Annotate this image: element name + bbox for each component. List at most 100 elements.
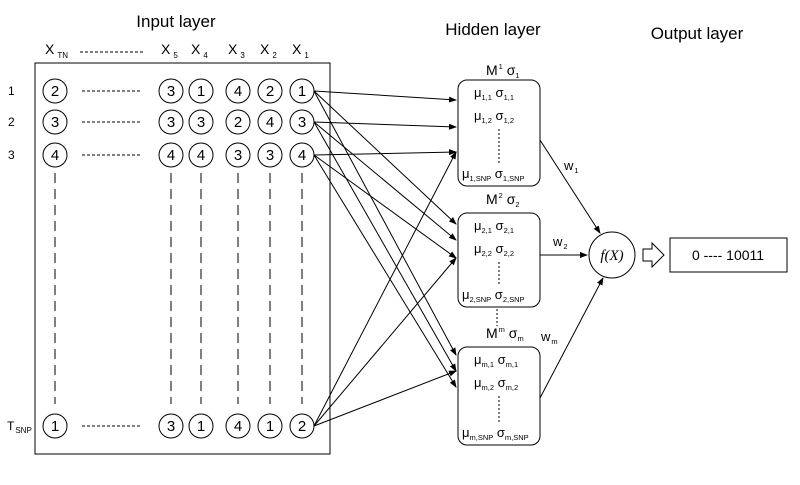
connection-line <box>313 370 457 427</box>
input-node <box>257 78 283 104</box>
hidden-layer-title: Hidden layer <box>445 20 541 39</box>
input-node <box>42 78 68 104</box>
input-node-value: 1 <box>197 83 205 100</box>
hidden-nodes: M1 σ1 μ1,1 σ1,1 μ1,2 σ1,2 μ1,SNP σ1,SNP M2 σ… <box>457 62 541 446</box>
weight-label: wm <box>540 329 558 346</box>
hidden-node-title: M2 σ2 <box>486 191 520 209</box>
weight-label: w1 <box>563 158 579 175</box>
input-node <box>257 109 283 135</box>
input-node-value: 2 <box>266 83 274 100</box>
input-node-value: 2 <box>234 114 242 131</box>
output-value: 0 ---- 10011 <box>692 247 764 263</box>
input-node-value: 4 <box>167 147 175 164</box>
output-arrow-icon <box>642 241 665 269</box>
input-node-value: 3 <box>234 147 242 164</box>
connection-line <box>313 154 457 388</box>
input-row: TSNP 1 3 1 4 1 2 <box>7 413 315 439</box>
hidden-node-parameter: μ1,1 σ1,1 <box>474 85 514 102</box>
input-row: 3 4 4 4 3 3 4 <box>8 142 315 168</box>
connection-line <box>313 90 457 103</box>
hidden-node-parameter: μ2,1 σ2,1 <box>474 218 514 235</box>
input-node-value: 1 <box>51 418 59 435</box>
connection-line <box>313 151 457 427</box>
input-node-value: 3 <box>266 147 274 164</box>
input-node <box>188 109 214 135</box>
weight-line <box>539 139 601 234</box>
hidden-node-parameter: μ1,2 σ1,2 <box>474 108 514 125</box>
input-node-value: 4 <box>51 147 59 164</box>
weight-connections: w1 w2 wm <box>539 139 604 399</box>
input-node-value: 3 <box>167 418 175 435</box>
hidden-node: M1 σ1 μ1,1 σ1,1 μ1,2 σ1,2 μ1,SNP σ1,SNP <box>457 62 541 187</box>
hidden-node-parameter: μm,2 σm,2 <box>474 375 518 392</box>
row-label: TSNP <box>7 419 32 435</box>
input-node <box>188 413 214 439</box>
connection-line <box>313 121 457 241</box>
input-node <box>257 413 283 439</box>
input-node-value: 4 <box>266 114 274 131</box>
row-label: 3 <box>8 148 15 162</box>
input-node <box>42 109 68 135</box>
input-node-value: 4 <box>234 83 242 100</box>
input-node <box>188 142 214 168</box>
hidden-node-title: Mm σm <box>486 325 524 343</box>
hidden-node-parameter: μ2,SNP σ2,SNP <box>462 287 525 304</box>
hidden-node: M2 σ2 μ2,1 σ2,1 μ2,2 σ2,2 μ2,SNP σ2,SNP <box>457 191 541 308</box>
row-label: 2 <box>8 115 15 129</box>
hidden-node-title: M1 σ1 <box>486 62 520 80</box>
input-node <box>42 413 68 439</box>
input-node <box>257 142 283 168</box>
connection-line <box>313 90 457 356</box>
input-node-value: 1 <box>298 83 306 100</box>
output-box <box>669 237 788 273</box>
input-node-value: 3 <box>167 114 175 131</box>
connection-line <box>313 257 457 427</box>
input-node-value: 4 <box>197 147 205 164</box>
input-node-value: 3 <box>167 83 175 100</box>
input-node-value: 2 <box>51 83 59 100</box>
activation-function-label: f(X) <box>600 248 623 264</box>
connection-line <box>313 149 457 156</box>
weight-line <box>539 277 604 399</box>
output-layer-title: Output layer <box>651 24 744 43</box>
input-node-value: 2 <box>298 418 306 435</box>
input-row: 1 2 3 1 4 2 1 <box>8 78 315 104</box>
input-node <box>225 78 251 104</box>
connection-line <box>313 154 457 259</box>
activation-function-node <box>588 231 636 279</box>
input-node-value: 1 <box>197 418 205 435</box>
hidden-node-parameter: μm,1 σm,1 <box>474 352 518 369</box>
input-node <box>158 109 184 135</box>
input-node <box>225 142 251 168</box>
connections <box>313 90 457 427</box>
row-label: 1 <box>8 84 15 98</box>
connection-line <box>313 121 457 372</box>
input-node-value: 1 <box>266 418 274 435</box>
weight-label: w2 <box>552 234 568 251</box>
input-node <box>225 109 251 135</box>
input-node-value: 4 <box>234 418 242 435</box>
hidden-node-parameter: μm,SNP σm,SNP <box>462 425 529 442</box>
input-node <box>42 142 68 168</box>
connection-line <box>313 90 457 225</box>
connection-line <box>313 121 457 130</box>
input-node <box>188 78 214 104</box>
hidden-node-parameter: μ1,SNP σ1,SNP <box>462 166 525 183</box>
input-node <box>225 413 251 439</box>
hidden-node: Mm σm μm,1 σm,1 μm,2 σm,2 μm,SNP σm,SNP <box>457 325 541 446</box>
input-node-value: 3 <box>197 114 205 131</box>
input-layer-title: Input layer <box>136 12 216 31</box>
input-node <box>158 78 184 104</box>
input-node-value: 4 <box>298 147 306 164</box>
input-layer-frame <box>34 62 331 455</box>
hidden-node-parameter: μ2,2 σ2,2 <box>474 241 514 258</box>
